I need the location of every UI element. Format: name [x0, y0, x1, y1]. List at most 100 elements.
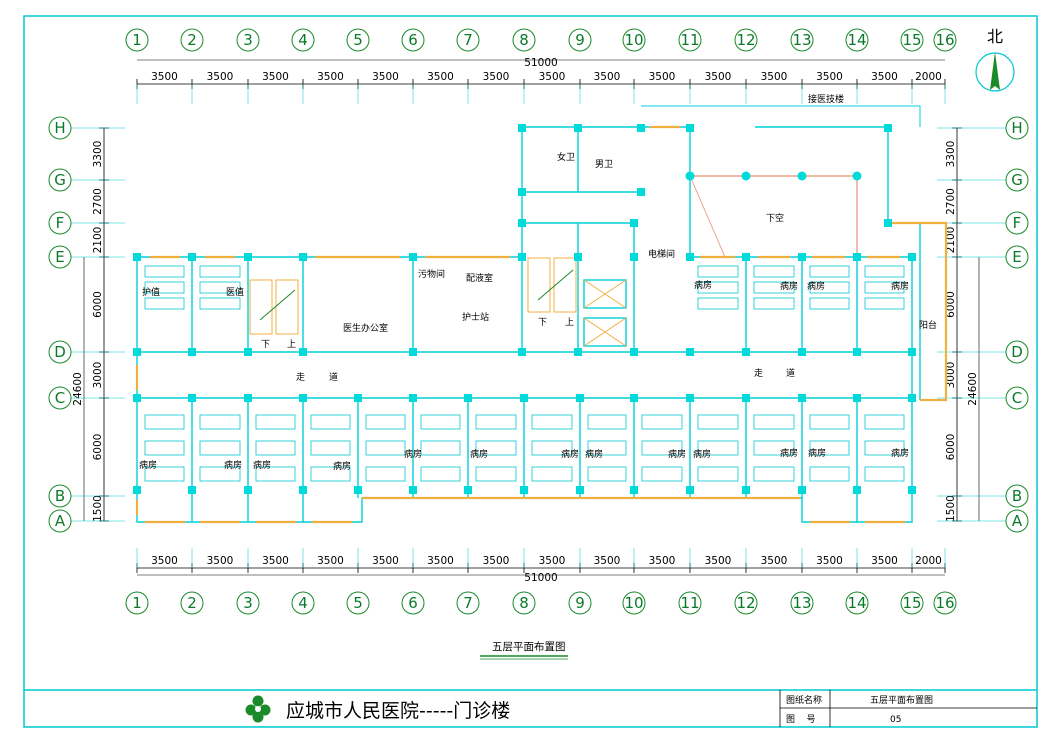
- structural-column: [853, 486, 861, 494]
- room-nurse-station: 护士站: [462, 311, 489, 323]
- stair-west: [249, 279, 299, 335]
- bed: [697, 281, 739, 294]
- structural-column: [630, 253, 638, 261]
- bed: [753, 414, 795, 430]
- column-axis-bubble: [622, 591, 646, 615]
- total-width-dim: 51000: [524, 57, 557, 69]
- column-axis-bubble: [125, 28, 149, 52]
- column-axis-label: 10: [624, 594, 643, 612]
- column-axis-bubble: [734, 28, 758, 52]
- bed: [199, 281, 241, 294]
- column-span-dim: 3500: [871, 555, 898, 567]
- row-axis-label: B: [55, 487, 65, 505]
- column-span-dim: 3500: [262, 71, 289, 83]
- bed: [420, 440, 461, 456]
- row-axis-bubble: [48, 509, 72, 533]
- bed: [641, 466, 683, 482]
- column-span-dim: 3500: [483, 555, 510, 567]
- bed: [697, 466, 739, 482]
- row-axis-label: E: [1012, 248, 1021, 266]
- structural-column: [133, 348, 141, 356]
- column-span-dim: 3500: [427, 555, 454, 567]
- bed: [753, 440, 795, 456]
- row-span-dim: 2100: [92, 227, 104, 254]
- room-ward: 病房: [891, 280, 909, 292]
- column-span-dim: 3500: [761, 71, 788, 83]
- column-axis-bubble: [291, 591, 315, 615]
- row-axis-label: F: [1013, 214, 1022, 232]
- column-axis-bubble: [933, 28, 957, 52]
- bed: [864, 297, 905, 310]
- column-axis-label: 4: [298, 594, 308, 612]
- room-women-wc: 女卫: [557, 151, 575, 163]
- structural-column: [630, 394, 638, 402]
- column-axis-label: 6: [408, 31, 418, 49]
- windows: [135, 125, 948, 524]
- structural-column: [354, 394, 362, 402]
- total-depth-dim: 24600: [72, 372, 84, 405]
- structural-column: [686, 348, 694, 356]
- room-ward: 病房: [561, 448, 579, 460]
- structural-column: [742, 394, 750, 402]
- column-axis-bubble: [456, 28, 480, 52]
- structural-column: [409, 486, 417, 494]
- drawing-title: 五层平面布置图: [492, 641, 566, 653]
- bed: [864, 265, 905, 278]
- structural-column: [686, 124, 694, 132]
- structural-column: [798, 486, 806, 494]
- room-ward: 病房: [253, 459, 271, 471]
- structural-column: [354, 486, 362, 494]
- structural-column: [188, 253, 196, 261]
- column-axis-bubble: [678, 28, 702, 52]
- structural-column: [520, 486, 528, 494]
- bed: [809, 466, 850, 482]
- column-span-dim: 2000: [915, 71, 942, 83]
- column-axis-label: 12: [736, 31, 755, 49]
- column-axis-bubble: [678, 591, 702, 615]
- drawing-name-value: 五层平面布置图: [870, 694, 933, 706]
- structural-column: [908, 348, 916, 356]
- structural-column: [742, 486, 750, 494]
- structural-columns: [133, 124, 916, 494]
- column-span-dim: 3500: [871, 71, 898, 83]
- room-ward: 病房: [693, 448, 711, 460]
- room-ward: 病房: [585, 448, 603, 460]
- column-span-dim: 2000: [915, 555, 942, 567]
- round-column: [797, 171, 807, 181]
- room-ward: 病房: [668, 448, 686, 460]
- bed: [420, 414, 461, 430]
- bed: [310, 440, 351, 456]
- stair-west-up: 上: [287, 339, 296, 350]
- column-span-dim: 3500: [594, 71, 621, 83]
- room-void: 下空: [766, 212, 784, 224]
- row-span-dim: 1500: [92, 495, 104, 522]
- room-ward: 病房: [224, 459, 242, 471]
- column-span-dim: 3500: [539, 71, 566, 83]
- column-axis-label: 6: [408, 594, 418, 612]
- row-axis-label: F: [56, 214, 65, 232]
- structural-column: [853, 394, 861, 402]
- column-axis-label: 11: [680, 594, 699, 612]
- bed: [864, 466, 905, 482]
- structural-column: [798, 253, 806, 261]
- structural-column: [637, 188, 645, 196]
- row-axis-bubble: [1005, 116, 1029, 140]
- column-axis-bubble: [236, 28, 260, 52]
- structural-column: [884, 219, 892, 227]
- row-axis-label: G: [54, 171, 66, 189]
- column-axis-label: 9: [575, 594, 585, 612]
- bed: [199, 440, 241, 456]
- column-axis-label: 8: [519, 594, 529, 612]
- column-axis-bubble: [180, 28, 204, 52]
- corridor-west-1: 走: [296, 372, 305, 383]
- structural-column: [299, 348, 307, 356]
- column-axis-label: 1: [132, 594, 142, 612]
- bed: [864, 414, 905, 430]
- structural-column: [574, 253, 582, 261]
- column-axis-label: 10: [624, 31, 643, 49]
- bed: [199, 265, 241, 278]
- row-axis-bubble: [48, 168, 72, 192]
- column-axis-bubble: [236, 591, 260, 615]
- row-span-dim: 3300: [945, 141, 957, 168]
- structural-column: [409, 394, 417, 402]
